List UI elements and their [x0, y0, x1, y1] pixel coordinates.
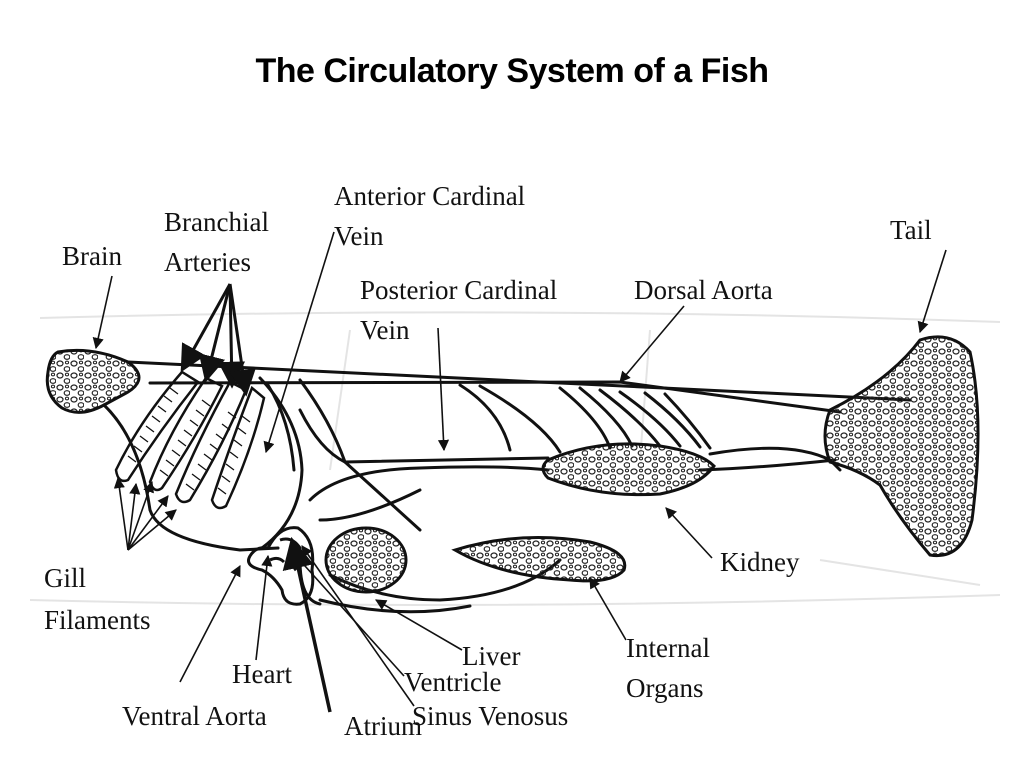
background-sketch — [29, 311, 1001, 606]
atrium-arrow — [282, 536, 332, 713]
label-ventricle: Ventricle — [404, 667, 502, 697]
label-internal-organs-line2: Organs — [626, 673, 704, 703]
label-ventral-aorta: Ventral Aorta — [122, 701, 267, 731]
label-anterior-cardinal-line1: Anterior Cardinal — [334, 181, 526, 211]
internal-organs-shape — [451, 536, 627, 583]
label-anterior-cardinal-line2: Vein — [334, 221, 384, 251]
leader-lines — [92, 231, 947, 707]
label-atrium: Atrium — [344, 711, 422, 741]
label-liver: Liver — [462, 641, 521, 671]
label-branchial-arteries-line1: Branchial — [164, 207, 269, 237]
label-kidney: Kidney — [720, 547, 800, 577]
liver-shape — [324, 526, 408, 594]
label-sinus-venosus: Sinus Venosus — [412, 701, 569, 731]
label-tail: Tail — [890, 215, 932, 245]
label-posterior-cardinal-line1: Posterior Cardinal — [360, 275, 558, 305]
body-vessels — [102, 360, 912, 614]
gill-filament-hatching — [127, 387, 251, 495]
kidney-shape — [541, 442, 716, 497]
brain-shape — [45, 348, 141, 414]
label-heart: Heart — [232, 659, 292, 689]
label-dorsal-aorta: Dorsal Aorta — [634, 275, 773, 305]
label-branchial-arteries-line2: Arteries — [164, 247, 251, 277]
label-internal-organs-line1: Internal — [626, 633, 710, 663]
diagram-title: The Circulatory System of a Fish — [255, 52, 769, 90]
tail-shape — [823, 335, 980, 558]
label-gill-filaments-line2: Filaments — [44, 605, 151, 635]
label-brain: Brain — [62, 241, 122, 271]
label-gill-filaments-line1: Gill — [44, 563, 87, 593]
gill-arches — [114, 370, 266, 510]
label-posterior-cardinal-line2: Vein — [360, 315, 410, 345]
branchial-arrows — [180, 283, 256, 397]
